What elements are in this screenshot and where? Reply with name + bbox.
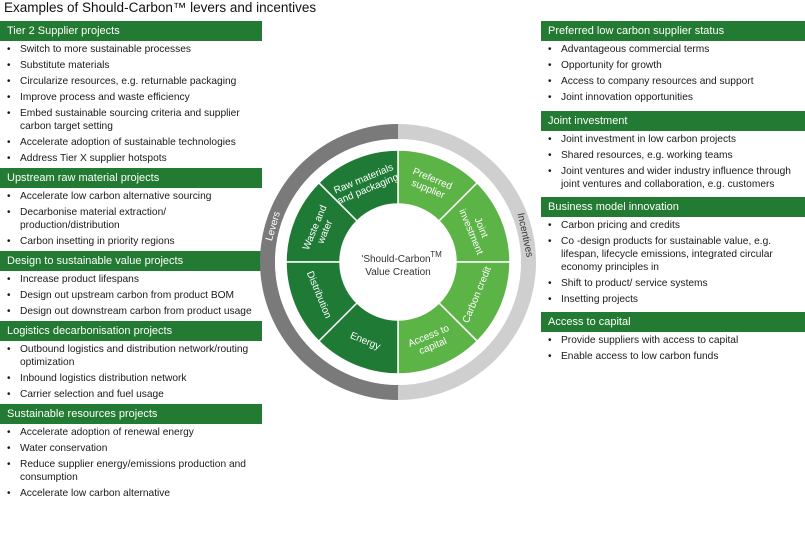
center-title: 'Should-Carbon [361,254,430,265]
bullet-item: Design out downstream carbon from produc… [0,305,262,318]
panel-header: Access to capital [541,312,805,332]
panel-header: Tier 2 Supplier projects [0,21,262,41]
panel-header: Upstream raw material projects [0,168,262,188]
bullet-item: Carbon pricing and credits [541,219,805,232]
bullet-item: Accelerate adoption of renewal energy [0,426,262,439]
bullet-item: Improve process and waste efficiency [0,91,262,104]
panel-section: Logistics decarbonisation projectsOutbou… [0,321,262,401]
panel-header: Design to sustainable value projects [0,251,262,271]
bullet-item: Carbon insetting in priority regions [0,235,262,248]
bullet-item: Shared resources, e.g. working teams [541,149,805,162]
bullet-item: Reduce supplier energy/emissions product… [0,458,262,484]
bullet-item: Accelerate low carbon alternative sourci… [0,190,262,203]
panel-section: Business model innovationCarbon pricing … [541,197,805,306]
bullet-list: Provide suppliers with access to capital… [541,332,805,363]
panel-section: Sustainable resources projectsAccelerate… [0,404,262,500]
levers-ring [260,124,398,400]
bullet-item: Outbound logistics and distribution netw… [0,343,262,369]
bullet-item: Accelerate adoption of sustainable techn… [0,136,262,149]
bullet-item: Design out upstream carbon from product … [0,289,262,302]
bullet-list: Outbound logistics and distribution netw… [0,341,262,401]
panel-section: Tier 2 Supplier projectsSwitch to more s… [0,21,262,165]
wheel-center [340,204,456,320]
bullet-item: Opportunity for growth [541,59,805,72]
bullet-item: Embed sustainable sourcing criteria and … [0,107,262,133]
bullet-list: Advantageous commercial termsOpportunity… [541,41,805,104]
panel-header: Sustainable resources projects [0,404,262,424]
bullet-item: Provide suppliers with access to capital [541,334,805,347]
panel-header: Business model innovation [541,197,805,217]
bullet-item: Advantageous commercial terms [541,43,805,56]
bullet-item: Address Tier X supplier hotspots [0,152,262,165]
bullet-item: Decarbonise material extraction/ product… [0,206,262,232]
bullet-item: Joint investment in low carbon projects [541,133,805,146]
panel-header: Joint investment [541,111,805,131]
bullet-list: Increase product lifespansDesign out ups… [0,271,262,318]
bullet-item: Water conservation [0,442,262,455]
bullet-item: Substitute materials [0,59,262,72]
bullet-list: Accelerate low carbon alternative sourci… [0,188,262,248]
bullet-list: Accelerate adoption of renewal energyWat… [0,424,262,500]
bullet-list: Carbon pricing and credits Co -design pro… [541,217,805,306]
panel-section: Joint investmentJoint investment in low … [541,111,805,191]
bullet-item: Increase product lifespans [0,273,262,286]
panel-header: Preferred low carbon supplier status [541,21,805,41]
bullet-item: Circularize resources, e.g. returnable p… [0,75,262,88]
center-tm: TM [430,250,442,259]
bullet-item: Accelerate low carbon alternative [0,487,262,500]
bullet-list: Switch to more sustainable processesSubs… [0,41,262,165]
panel-section: Access to capitalProvide suppliers with … [541,312,805,363]
page-title: Examples of Should-Carbon™ levers and in… [4,0,317,15]
bullet-item: Carrier selection and fuel usage [0,388,262,401]
bullet-item: Switch to more sustainable processes [0,43,262,56]
bullet-list: Joint investment in low carbon projectsS… [541,131,805,191]
panel-header: Logistics decarbonisation projects [0,321,262,341]
bullet-item: Joint ventures and wider industry influe… [541,165,805,191]
bullet-item: Co -design products for sustainable valu… [541,235,805,274]
panel-section: Design to sustainable value projectsIncr… [0,251,262,318]
panel-section: Preferred low carbon supplier statusAdva… [541,21,805,104]
levers-column: Tier 2 Supplier projectsSwitch to more s… [0,21,262,503]
panel-section: Upstream raw material projectsAccelerate… [0,168,262,248]
bullet-item: Joint innovation opportunities [541,91,805,104]
incentives-column: Preferred low carbon supplier statusAdva… [541,21,805,366]
bullet-item: Insetting projects [541,293,805,306]
center-subtitle: Value Creation [365,267,430,278]
bullet-item: Access to company resources and support [541,75,805,88]
bullet-item: Enable access to low carbon funds [541,350,805,363]
incentives-ring [398,124,536,400]
bullet-item: Inbound logistics distribution network [0,372,262,385]
bullet-item: Shift to product/ service systems [541,277,805,290]
